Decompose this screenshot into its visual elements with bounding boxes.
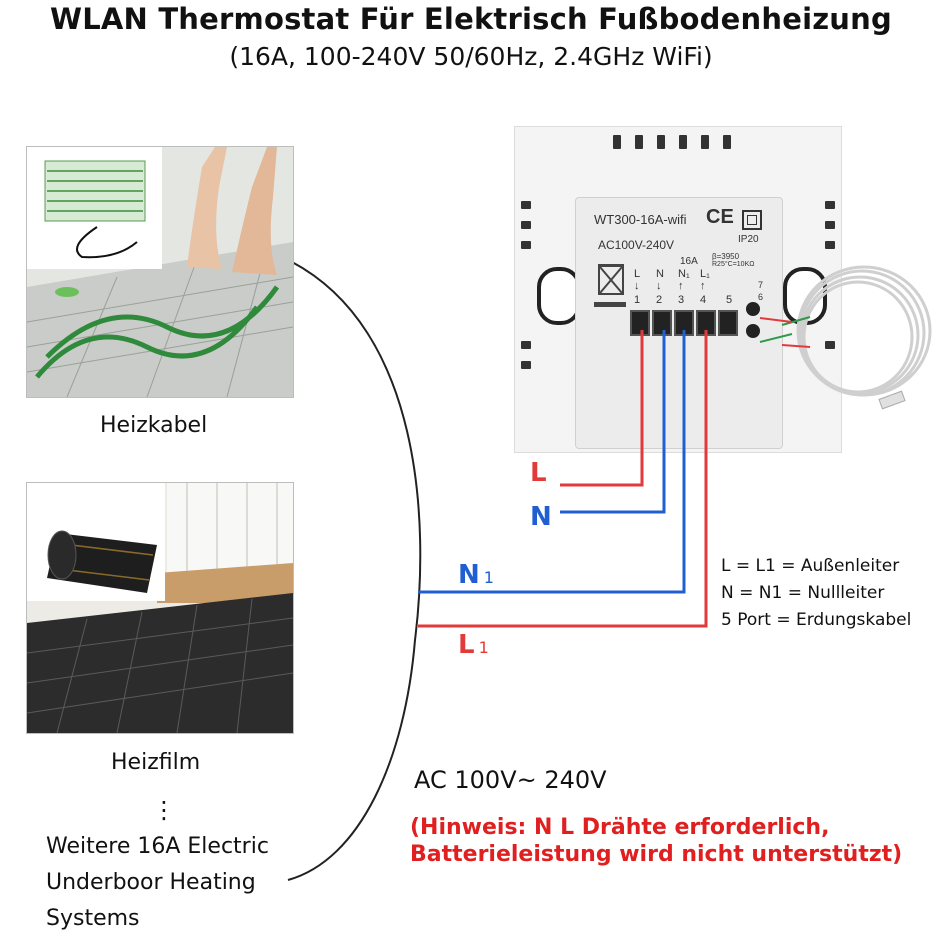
t2-arrow: ↓: [656, 280, 662, 292]
more-dots: ⋮: [152, 796, 176, 824]
label-L1-sub: 1: [478, 638, 489, 657]
caption-more-line1: Weitere 16A Electric: [46, 834, 269, 859]
t3-label: N₁: [678, 268, 690, 280]
label-N1-main: N: [458, 560, 480, 590]
t1-label: L: [634, 268, 641, 280]
sensor-lead-2: [759, 333, 793, 343]
caption-more-line2: Underboor Heating: [46, 870, 256, 895]
label-L1-main: L: [458, 630, 475, 660]
wire-N1: [418, 330, 686, 594]
terminal-2: [652, 310, 672, 336]
t4-arrow: ↑: [700, 280, 706, 292]
hint-line-2: Batterieleistung wird nicht unterstützt): [410, 842, 903, 867]
legend-row-1: L = L1 = Außenleiter: [721, 556, 900, 576]
sensor-screw-top: [746, 302, 760, 316]
t3-arrow: ↑: [678, 280, 684, 292]
legend-row-3: 5 Port = Erdungskabel: [721, 610, 912, 630]
page-title: WLAN Thermostat Für Elektrisch Fußbodenh…: [50, 2, 892, 36]
hint-line-1: (Hinweis: N L Drähte erforderlich,: [410, 815, 830, 840]
sensor-beta: β=3950: [712, 252, 740, 261]
wire-N: [560, 330, 666, 514]
wire-L: [560, 330, 644, 487]
double-insulation-icon: [742, 210, 762, 230]
terminal-module: WT300-16A-wifi CE IP20 AC100V-240V 16A β…: [575, 197, 783, 449]
t2-num: 2: [656, 294, 663, 306]
curve-line: [287, 261, 422, 881]
current-label: 16A: [680, 256, 698, 267]
t4-num: 4: [700, 294, 707, 306]
label-L: L: [530, 458, 547, 488]
label-N1-sub: 1: [483, 568, 494, 587]
t6-num: 6: [758, 292, 764, 302]
ce-mark: CE: [706, 206, 734, 228]
caption-heizkabel: Heizkabel: [100, 413, 208, 438]
heating-cable-photo: [26, 146, 294, 398]
caption-heizfilm: Heizfilm: [111, 750, 201, 775]
wire-L1: [418, 330, 708, 628]
page-subtitle: (16A, 100-240V 50/60Hz, 2.4GHz WiFi): [229, 42, 713, 71]
t1-arrow: ↓: [634, 280, 640, 292]
heating-film-photo: [26, 482, 294, 734]
t4-label: L₁: [700, 268, 710, 280]
sensor-lead-1: [759, 317, 793, 323]
heating-cable-illustration: [27, 147, 293, 397]
t3-num: 3: [678, 294, 685, 306]
sensor-screw-bottom: [746, 324, 760, 338]
terminal-1: [630, 310, 650, 336]
sensor-cable: [781, 265, 932, 410]
t1-num: 1: [634, 294, 641, 306]
t5-num: 5: [726, 294, 733, 306]
ip-rating: IP20: [738, 234, 759, 245]
caption-more-line3: Systems: [46, 906, 140, 931]
t2-label: N: [656, 268, 664, 280]
terminal-5: [718, 310, 738, 336]
supply-voltage: AC 100V~ 240V: [414, 766, 607, 794]
label-N: N: [530, 502, 552, 532]
heating-film-illustration: [27, 483, 293, 733]
voltage-label: AC100V-240V: [598, 238, 675, 252]
sensor-resistance: R25°C=10KΩ: [712, 261, 755, 268]
legend-row-2: N = N1 = Nullleiter: [721, 583, 885, 603]
thermostat-backplate: WT300-16A-wifi CE IP20 AC100V-240V 16A β…: [514, 126, 842, 453]
model-label: WT300-16A-wifi: [594, 212, 687, 227]
weee-bin-icon: [598, 264, 624, 295]
weee-bar: [594, 302, 626, 307]
t7-num: 7: [758, 280, 764, 290]
